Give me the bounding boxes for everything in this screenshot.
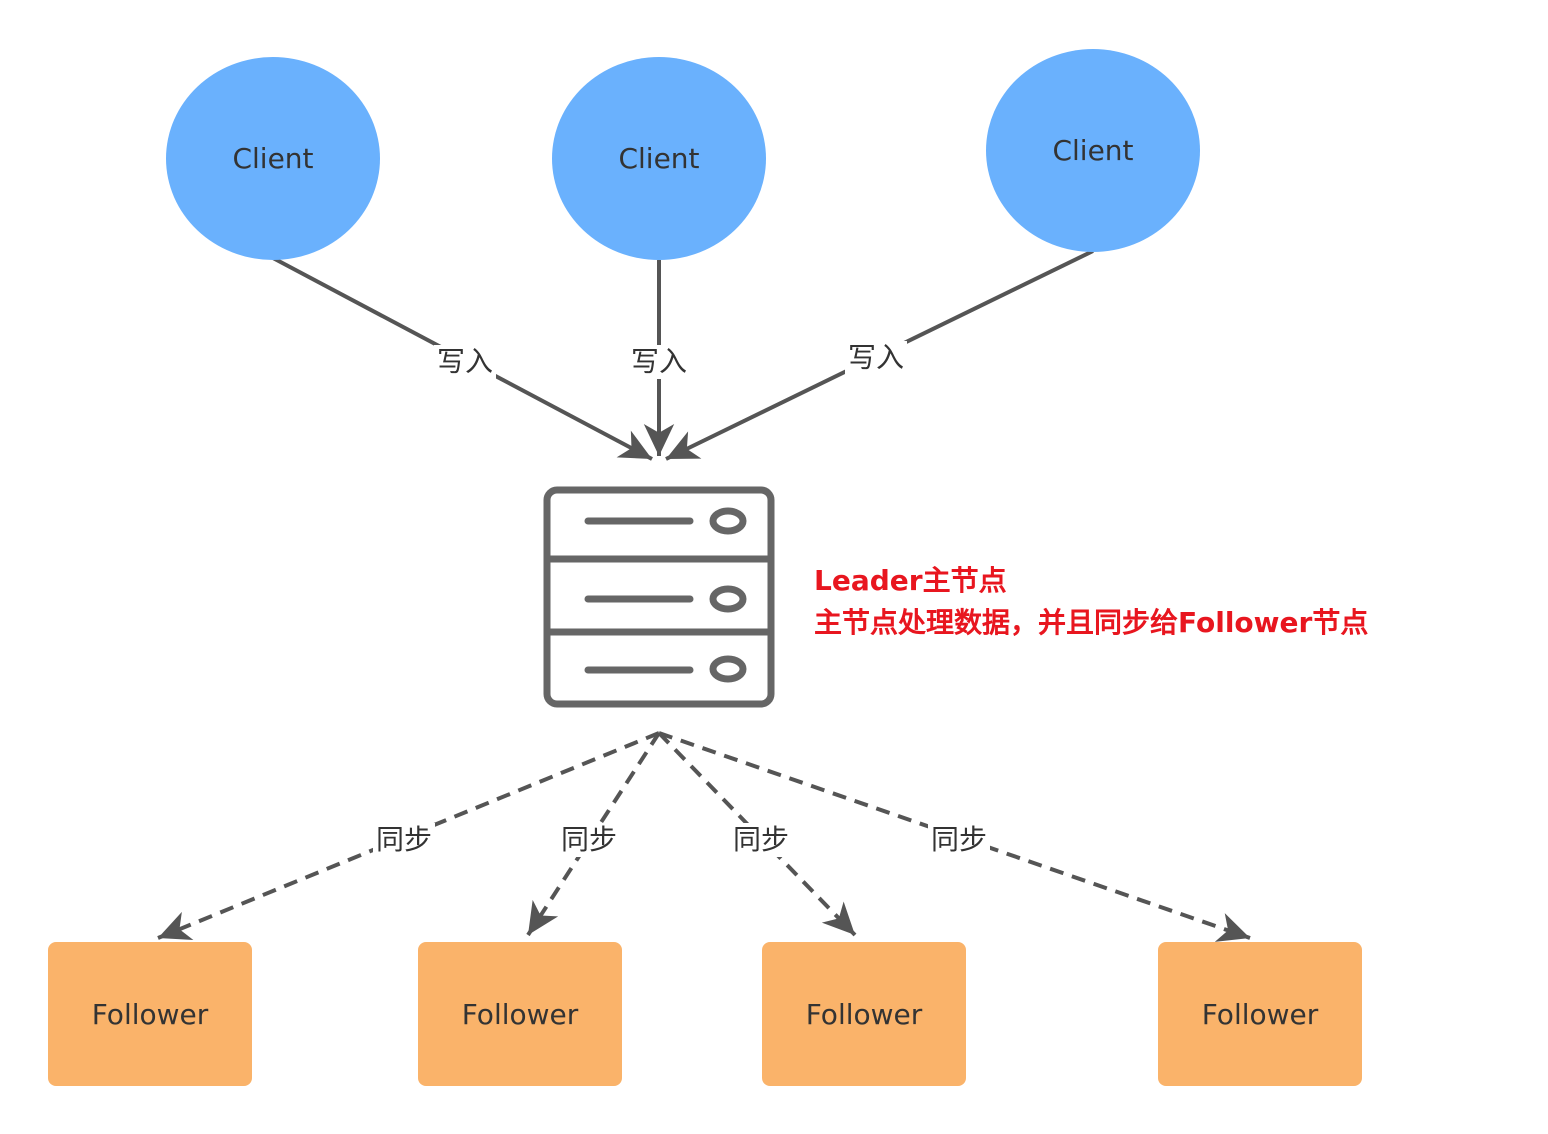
sync-edge-label: 同步 <box>729 823 793 857</box>
sync-edge-label: 同步 <box>927 823 991 857</box>
leader-annotation: Leader主节点 主节点处理数据，并且同步给Follower节点 <box>814 560 1368 644</box>
follower-node-2: Follower <box>418 942 622 1086</box>
sync-edge-label: 同步 <box>557 823 621 857</box>
client-node-label: Client <box>232 142 314 175</box>
follower-node-3: Follower <box>762 942 966 1086</box>
write-edge-label: 写入 <box>844 341 908 375</box>
write-edge-label: 写入 <box>627 345 691 379</box>
follower-node-label: Follower <box>461 997 579 1031</box>
server-icon <box>543 486 775 708</box>
sync-edge-label: 同步 <box>372 823 436 857</box>
follower-node-label: Follower <box>91 997 209 1031</box>
write-edge-label: 写入 <box>433 345 497 379</box>
client-node-2: Client <box>552 57 766 260</box>
client-node-label: Client <box>618 142 700 175</box>
follower-node-label: Follower <box>1201 997 1319 1031</box>
client-node-label: Client <box>1052 134 1134 167</box>
follower-node-4: Follower <box>1158 942 1362 1086</box>
client-node-1: Client <box>166 57 380 260</box>
leader-description: 主节点处理数据，并且同步给Follower节点 <box>814 606 1369 639</box>
leader-title: Leader主节点 <box>814 564 1007 597</box>
follower-node-1: Follower <box>48 942 252 1086</box>
follower-node-label: Follower <box>805 997 923 1031</box>
client-node-3: Client <box>986 49 1200 252</box>
